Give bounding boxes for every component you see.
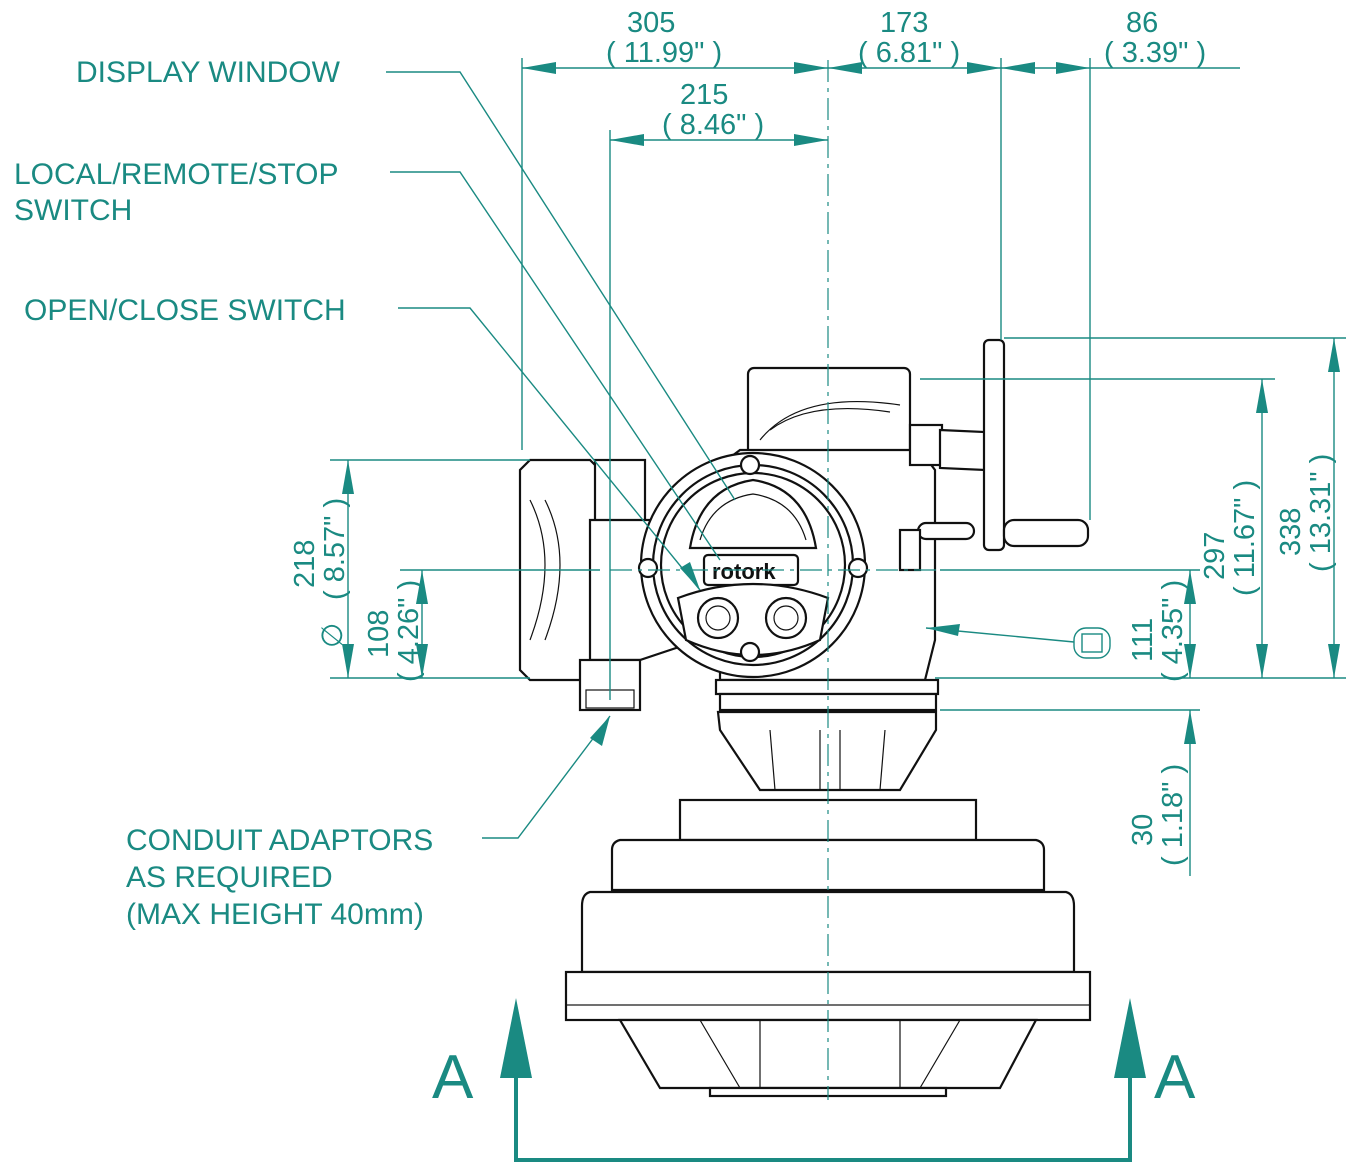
dim-173-in: ( 6.81" ) [858, 37, 960, 69]
dim-108-in: ( 4.26" ) [393, 580, 425, 682]
diameter-symbol: ∅ [317, 623, 349, 648]
conduit-adaptors-label-2: AS REQUIRED [126, 861, 333, 894]
conduit-adaptors-label-3: (MAX HEIGHT 40mm) [126, 898, 424, 931]
dim-215-in: ( 8.46" ) [662, 109, 764, 141]
dim-305-in: ( 11.99" ) [606, 37, 722, 69]
dim-338-in: ( 13.31" ) [1305, 454, 1337, 572]
dim-111: 111 [1127, 618, 1159, 662]
open-close-switch-label: OPEN/CLOSE SWITCH [24, 294, 346, 327]
dim-338: 338 [1275, 508, 1307, 556]
section-label-left: A [432, 1043, 474, 1112]
section-label-right: A [1154, 1043, 1196, 1112]
rotork-logo: rotork [712, 559, 776, 584]
callout-labels: DISPLAY WINDOW LOCAL/REMOTE/STOP SWITCH … [14, 56, 433, 931]
dim-297: 297 [1199, 532, 1231, 580]
actuator-body: rotork [518, 338, 1092, 1098]
local-remote-stop-label-1: LOCAL/REMOTE/STOP [14, 158, 339, 191]
dim-86: 86 [1126, 7, 1158, 39]
center-lines [610, 60, 940, 1100]
dim-86-in: ( 3.39" ) [1104, 37, 1206, 69]
section-labels: A A [432, 1043, 1196, 1112]
conduit-adaptors-label-1: CONDUIT ADAPTORS [126, 824, 433, 857]
dim-111-in: ( 4.35" ) [1157, 580, 1189, 682]
dim-30-in: ( 1.18" ) [1157, 764, 1189, 866]
dim-215: 215 [680, 79, 728, 111]
leader-lines [386, 71, 1111, 839]
dim-218-in: ( 8.57" ) [319, 498, 351, 600]
dim-305: 305 [627, 7, 675, 39]
section-a-a-indicator [500, 998, 1146, 1162]
dim-297-in: ( 11.67" ) [1229, 480, 1261, 596]
dimension-lines [342, 62, 1340, 876]
local-remote-stop-label-2: SWITCH [14, 194, 132, 227]
extension-lines [330, 58, 1346, 711]
display-window-label: DISPLAY WINDOW [76, 56, 341, 89]
dim-218: 218 [289, 540, 321, 588]
dimension-labels: 305 ( 11.99" ) 173 ( 6.81" ) 86 ( 3.39" … [289, 7, 1337, 866]
dim-30: 30 [1127, 814, 1159, 846]
dim-108: 108 [363, 610, 395, 658]
dim-173: 173 [880, 7, 928, 39]
